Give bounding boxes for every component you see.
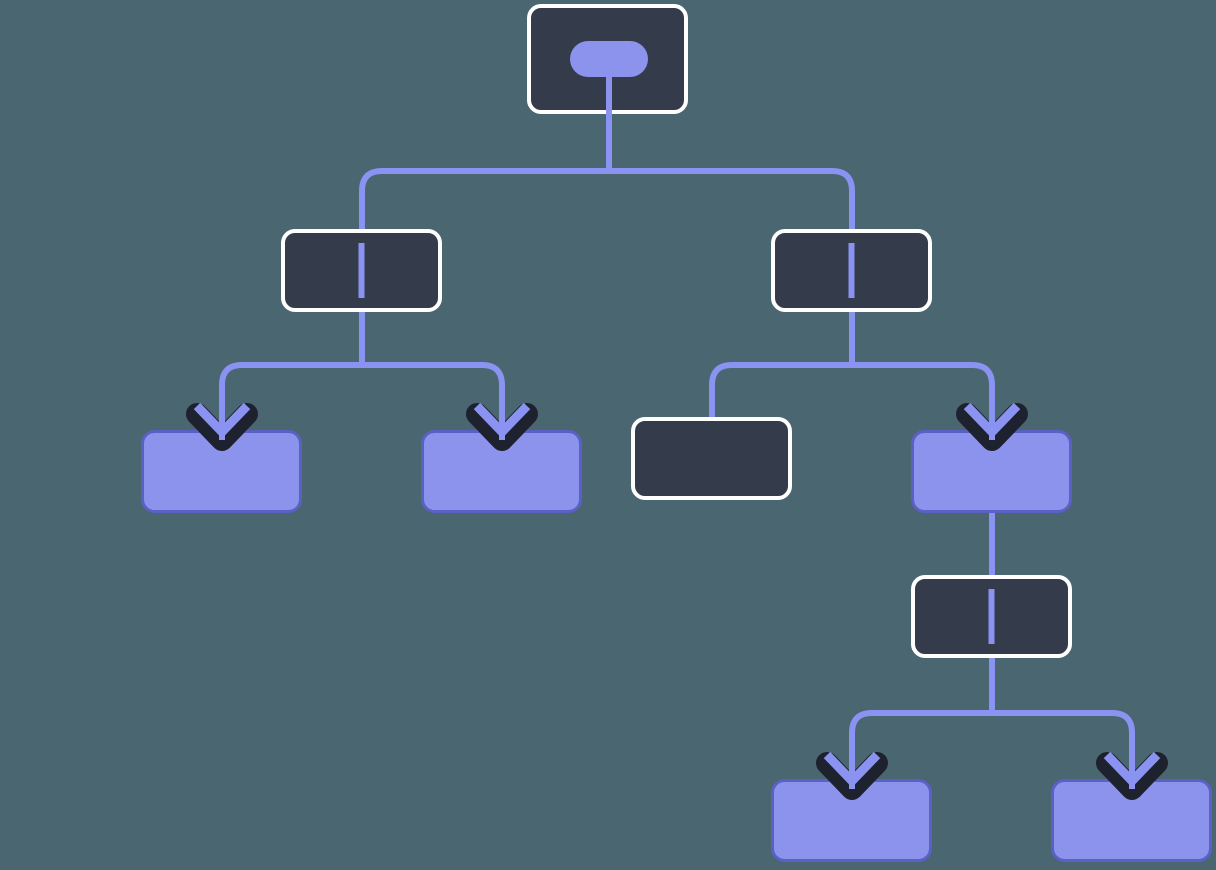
- edge-level1-left-to-leaf-b: [362, 362, 505, 440]
- edge-level1-right-to-dark-node: [709, 362, 852, 421]
- arrow-shaft: [499, 402, 505, 440]
- root-node-pill-stem: [606, 77, 612, 114]
- node-inner-layer: [358, 41, 995, 644]
- level1-left-node-inner-line: [358, 243, 365, 298]
- edge-root-to-level1-left: [359, 168, 609, 320]
- level1-right-node-inner-line: [848, 243, 855, 298]
- level2-dark-node[interactable]: [631, 417, 792, 500]
- edge-level3-to-leaf-b: [992, 710, 1135, 789]
- node-layer: [141, 4, 1212, 862]
- arrow-shaft: [989, 402, 995, 440]
- edge-level3-to-leaf-a: [849, 710, 992, 789]
- edge-level1-right-to-leaf-c: [852, 362, 995, 440]
- edge-root-to-level1-right: [609, 168, 855, 320]
- edge-level1-left-to-leaf-a: [219, 362, 362, 440]
- arrow-shaft: [1129, 751, 1135, 789]
- arrowhead-layer: [186, 402, 1168, 800]
- arrow-shaft: [849, 751, 855, 789]
- root-node-pill: [570, 41, 648, 77]
- arrow-shaft: [219, 402, 225, 440]
- level3-dark-node-inner-line: [988, 589, 995, 644]
